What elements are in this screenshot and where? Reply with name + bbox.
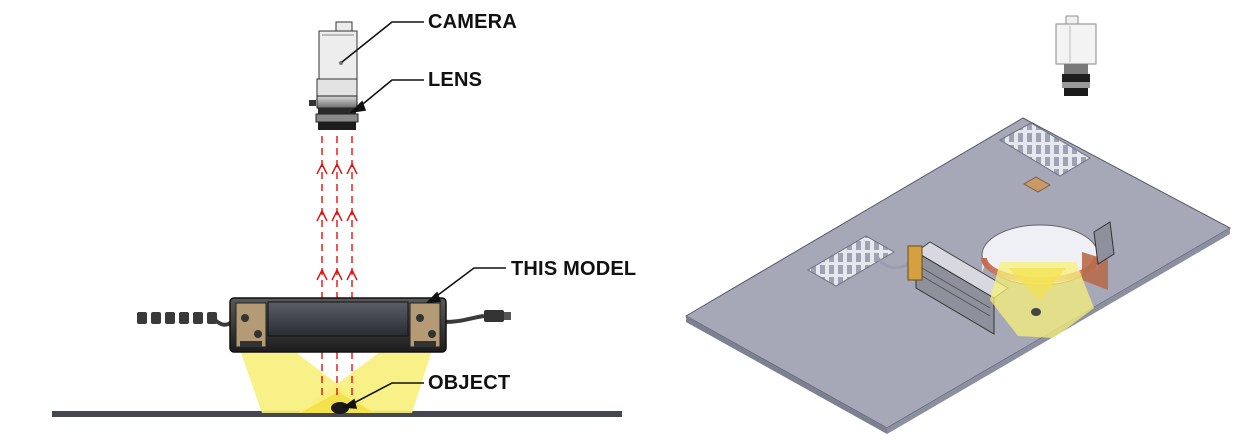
cable-grate-top [998,122,1091,177]
cable-left [137,312,217,324]
object-dot-icon [331,402,349,414]
side-view-diagram [52,21,622,417]
camera-label: CAMERA [428,11,517,33]
light-rays [321,136,353,395]
this-model-label: THIS MODEL [511,258,637,280]
camera-icon [309,21,358,106]
isometric-view-diagram [684,15,1232,434]
ring-light-icon [137,297,511,353]
cable-grate-left [807,235,895,287]
iso-light-cone [990,262,1094,338]
ground-surface [52,411,622,417]
ring-light-housing [907,221,1115,335]
lens-label: LENS [428,69,483,91]
ray-arrowheads [316,162,358,281]
lens-icon [315,95,359,130]
iso-camera-icon [1055,15,1097,96]
object-label: OBJECT [428,372,511,394]
cable-right [443,314,485,324]
callout-leaders [341,21,506,409]
